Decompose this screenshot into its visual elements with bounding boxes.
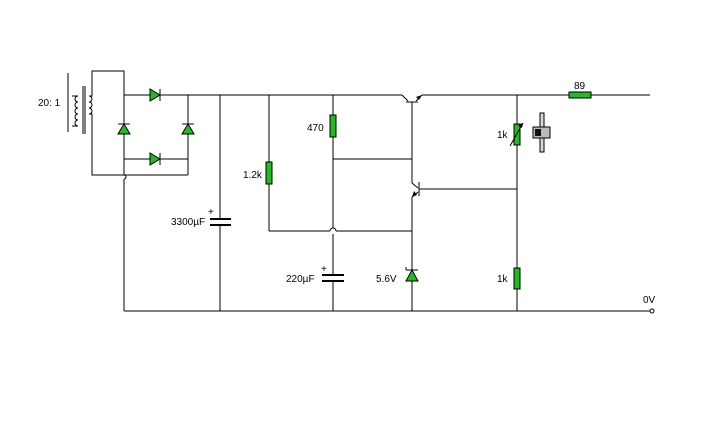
diode-right bbox=[181, 123, 195, 135]
label-c-3300: 3300µF bbox=[171, 217, 205, 228]
diode-left bbox=[117, 123, 131, 135]
transformer-secondary-coil bbox=[88, 95, 93, 115]
transistor-driver bbox=[411, 159, 517, 270]
resistor-89 bbox=[517, 91, 650, 99]
label-r-470: 470 bbox=[307, 123, 324, 134]
transformer bbox=[67, 70, 125, 176]
resistor-1k2 bbox=[265, 95, 412, 232]
capacitor-3300uf bbox=[210, 95, 231, 311]
transformer-primary-coil bbox=[74, 95, 79, 127]
bridge-rectifier bbox=[117, 88, 220, 311]
label-c-220: 220µF bbox=[286, 274, 315, 285]
zener-diode bbox=[405, 267, 419, 311]
potentiometer-knob-icon[interactable] bbox=[532, 112, 551, 153]
label-plus-3300: + bbox=[208, 207, 214, 218]
diode-bottom bbox=[149, 152, 161, 166]
label-ground: 0V bbox=[643, 295, 656, 306]
label-plus-220: + bbox=[321, 264, 327, 275]
label-r-1k2: 1.2k bbox=[243, 170, 263, 181]
label-transformer-ratio: 20: 1 bbox=[38, 98, 61, 109]
resistor-470 bbox=[329, 95, 412, 228]
label-zener: 5.6V bbox=[376, 274, 397, 285]
label-r-pot: 1k bbox=[497, 130, 509, 141]
resistor-1k-bottom bbox=[513, 267, 521, 311]
ground-terminal bbox=[649, 308, 655, 314]
potentiometer-1k bbox=[509, 95, 524, 268]
label-r-1k-bottom: 1k bbox=[497, 274, 509, 285]
capacitor-220uf bbox=[322, 234, 344, 311]
label-r-output: 89 bbox=[574, 81, 586, 92]
diode-top bbox=[149, 88, 161, 102]
transistor-pass bbox=[401, 94, 517, 159]
